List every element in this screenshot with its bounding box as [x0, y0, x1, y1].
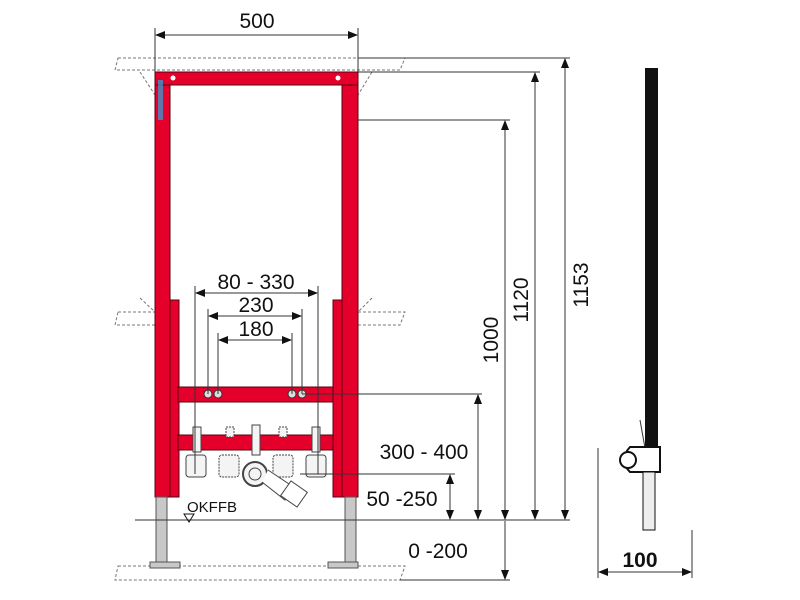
right-leg	[344, 496, 357, 566]
height-1153-dimension: 1153	[570, 262, 593, 307]
installation-frame	[149, 71, 359, 569]
range-0-200-dimension: 0 -200	[408, 540, 468, 563]
left-leg	[155, 496, 168, 566]
spacing-180-dimension: 180	[238, 318, 273, 341]
width-dimension: 500	[239, 10, 274, 33]
range-300-400-dimension: 300 - 400	[380, 441, 469, 464]
height-1000-dimension: 1000	[480, 317, 503, 364]
side-view: 100	[597, 68, 693, 578]
depth-dimension: 100	[622, 549, 657, 572]
height-1120-dimension: 1120	[510, 277, 533, 322]
floor-level-label: OKFFB	[187, 499, 237, 516]
floor-level-triangle-icon	[183, 513, 195, 523]
spacing-230-dimension: 230	[238, 294, 273, 317]
range-80-330-dimension: 80 - 330	[217, 271, 294, 294]
range-50-250-dimension: 50 -250	[366, 488, 437, 511]
